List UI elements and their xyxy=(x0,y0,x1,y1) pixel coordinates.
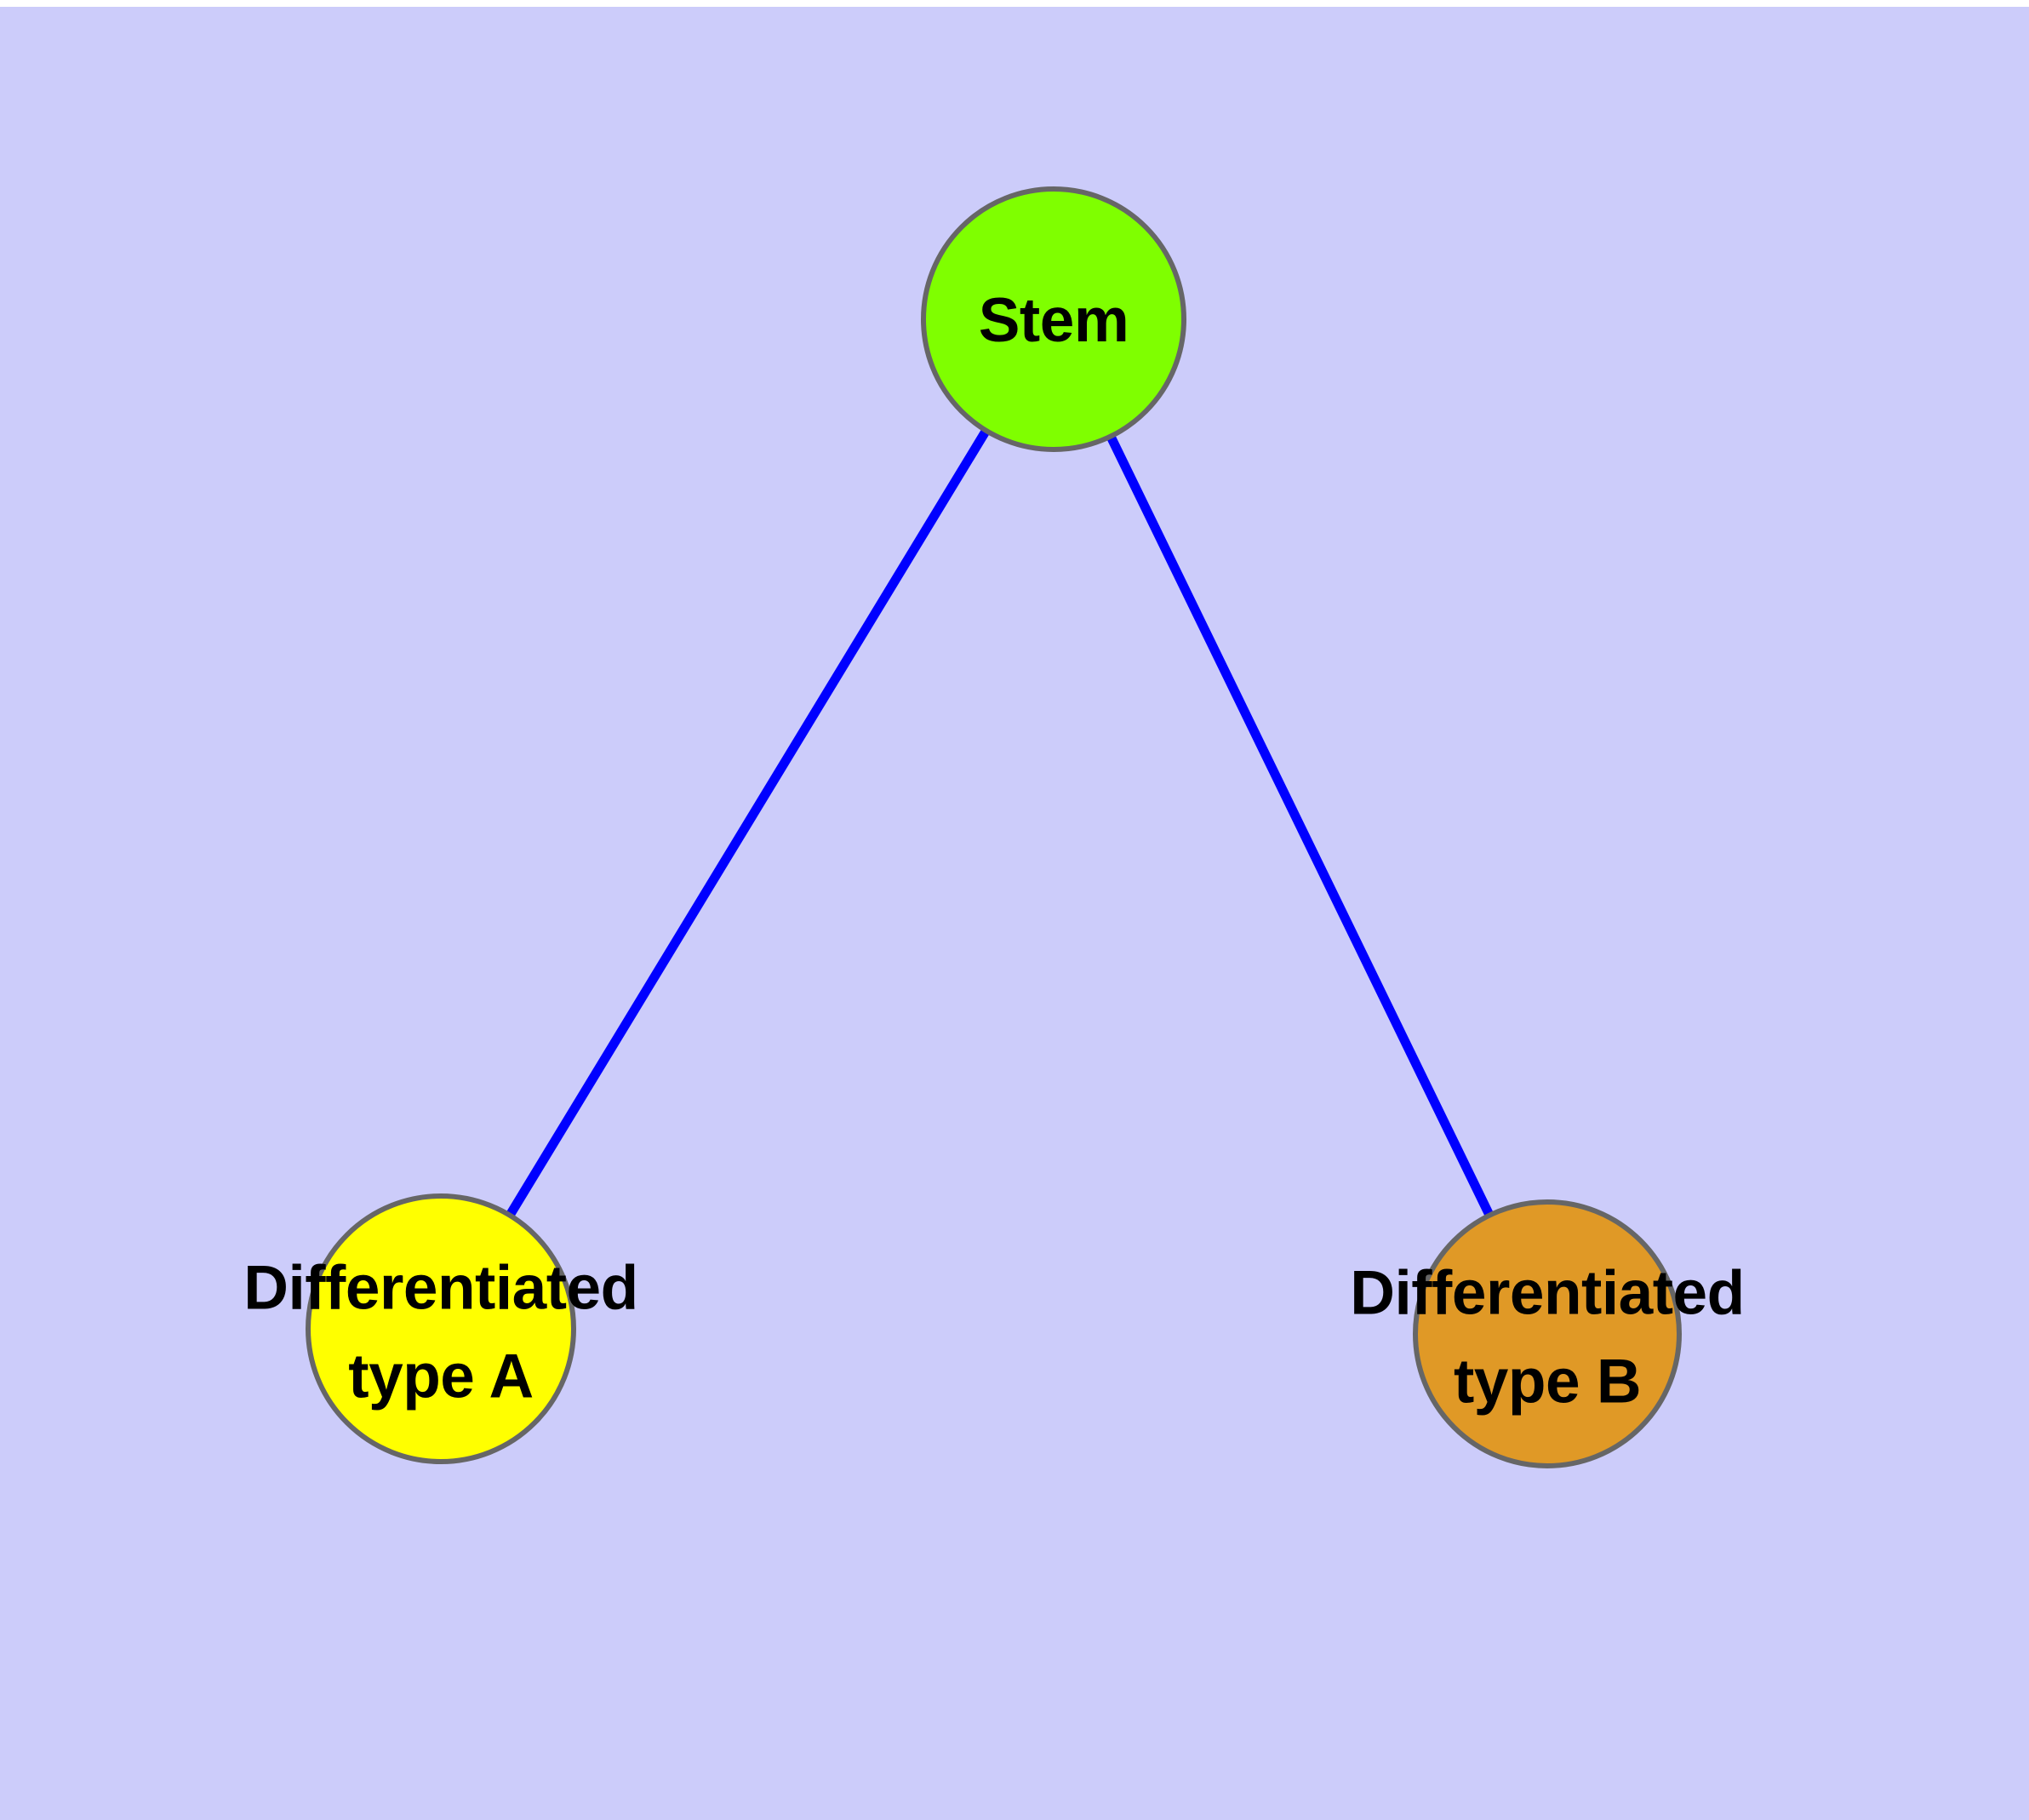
node-circle-diff-b[interactable] xyxy=(1413,1199,1682,1468)
edges-layer xyxy=(504,425,1495,1221)
nodes-layer xyxy=(306,186,1682,1468)
edge-stem-to-b xyxy=(1105,431,1495,1221)
node-circle-diff-a[interactable] xyxy=(306,1193,576,1464)
node-circle-stem[interactable] xyxy=(921,186,1186,452)
edge-stem-to-a xyxy=(504,425,992,1221)
